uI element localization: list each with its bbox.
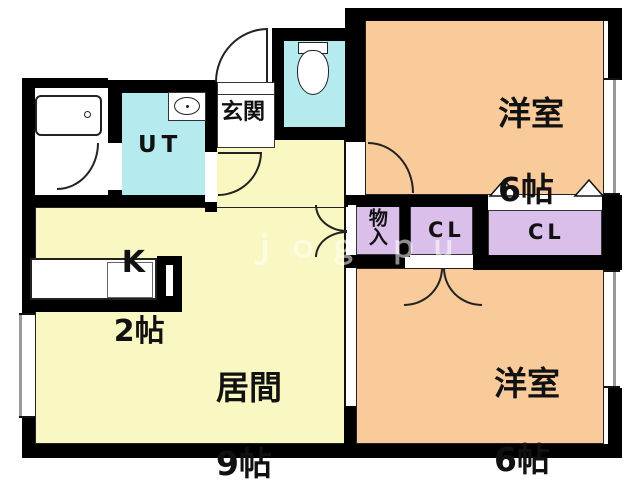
room-label-closet1: CL xyxy=(428,218,465,242)
room-closet2-floor xyxy=(488,210,602,257)
wall xyxy=(205,202,217,212)
room-closet1-floor xyxy=(410,205,473,255)
room-size: 6帖 xyxy=(493,439,550,479)
room-label-bedroom-top: 洋室 6帖 xyxy=(452,57,564,247)
wall xyxy=(22,78,108,88)
window xyxy=(604,78,620,195)
window xyxy=(604,270,620,388)
door-opening xyxy=(205,152,217,202)
door-opening xyxy=(346,142,365,195)
wall xyxy=(473,195,488,270)
room-label-kitchen: K 2帖 xyxy=(72,211,165,384)
wall xyxy=(602,195,622,270)
wall xyxy=(272,28,284,140)
wall xyxy=(345,8,365,142)
room-name: 洋室 xyxy=(493,363,560,403)
room-name: 居間 xyxy=(215,367,282,407)
wall xyxy=(205,93,217,152)
door-opening xyxy=(108,143,122,190)
wall xyxy=(22,300,182,312)
wall xyxy=(608,8,622,80)
wall xyxy=(608,388,622,458)
wall xyxy=(344,406,356,446)
folding-door-icon xyxy=(488,178,605,197)
room-size: 2帖 xyxy=(113,313,165,349)
room-label-living: 居間 9帖 xyxy=(170,331,282,480)
toilet-bowl-icon xyxy=(297,50,329,95)
door-opening xyxy=(348,205,356,255)
wall xyxy=(345,8,622,21)
wall xyxy=(345,195,488,207)
room-name: 洋室 xyxy=(497,93,564,133)
wall xyxy=(108,80,122,143)
utility-sink-dot xyxy=(186,105,189,108)
wall xyxy=(400,205,410,257)
room-living-floor xyxy=(35,207,345,444)
wall xyxy=(345,255,405,268)
room-name: K xyxy=(121,244,146,280)
room-label-storage: 物入 xyxy=(365,208,388,246)
wall xyxy=(483,255,622,270)
window xyxy=(19,313,35,418)
wall xyxy=(108,80,217,93)
room-size: 9帖 xyxy=(215,443,272,480)
door-arc-entrance xyxy=(215,28,268,82)
entrance-step-line xyxy=(217,94,275,95)
watermark-text: ｊｏｇ ｐｕ xyxy=(248,230,469,265)
entrance-floor xyxy=(217,82,275,148)
room-label-entrance: 玄関 xyxy=(221,100,266,125)
wall xyxy=(272,127,345,140)
room-size: 6帖 xyxy=(497,169,554,209)
window-shade xyxy=(613,80,616,193)
room-label-closet2: CL xyxy=(528,220,565,244)
wall xyxy=(22,195,217,207)
bathtub xyxy=(35,95,102,136)
wall-thin xyxy=(344,140,346,444)
room-label-utility: UT xyxy=(138,132,183,158)
window-shade xyxy=(19,315,22,416)
bathtub-drain-icon xyxy=(84,111,91,118)
wall-slit xyxy=(166,265,173,296)
room-label-bedroom-bottom: 洋室 6帖 xyxy=(448,327,560,480)
kitchen-sink xyxy=(107,262,153,298)
room-storage-floor xyxy=(356,205,400,255)
wall xyxy=(272,28,356,41)
wall xyxy=(22,444,622,458)
window-shade xyxy=(613,272,616,386)
